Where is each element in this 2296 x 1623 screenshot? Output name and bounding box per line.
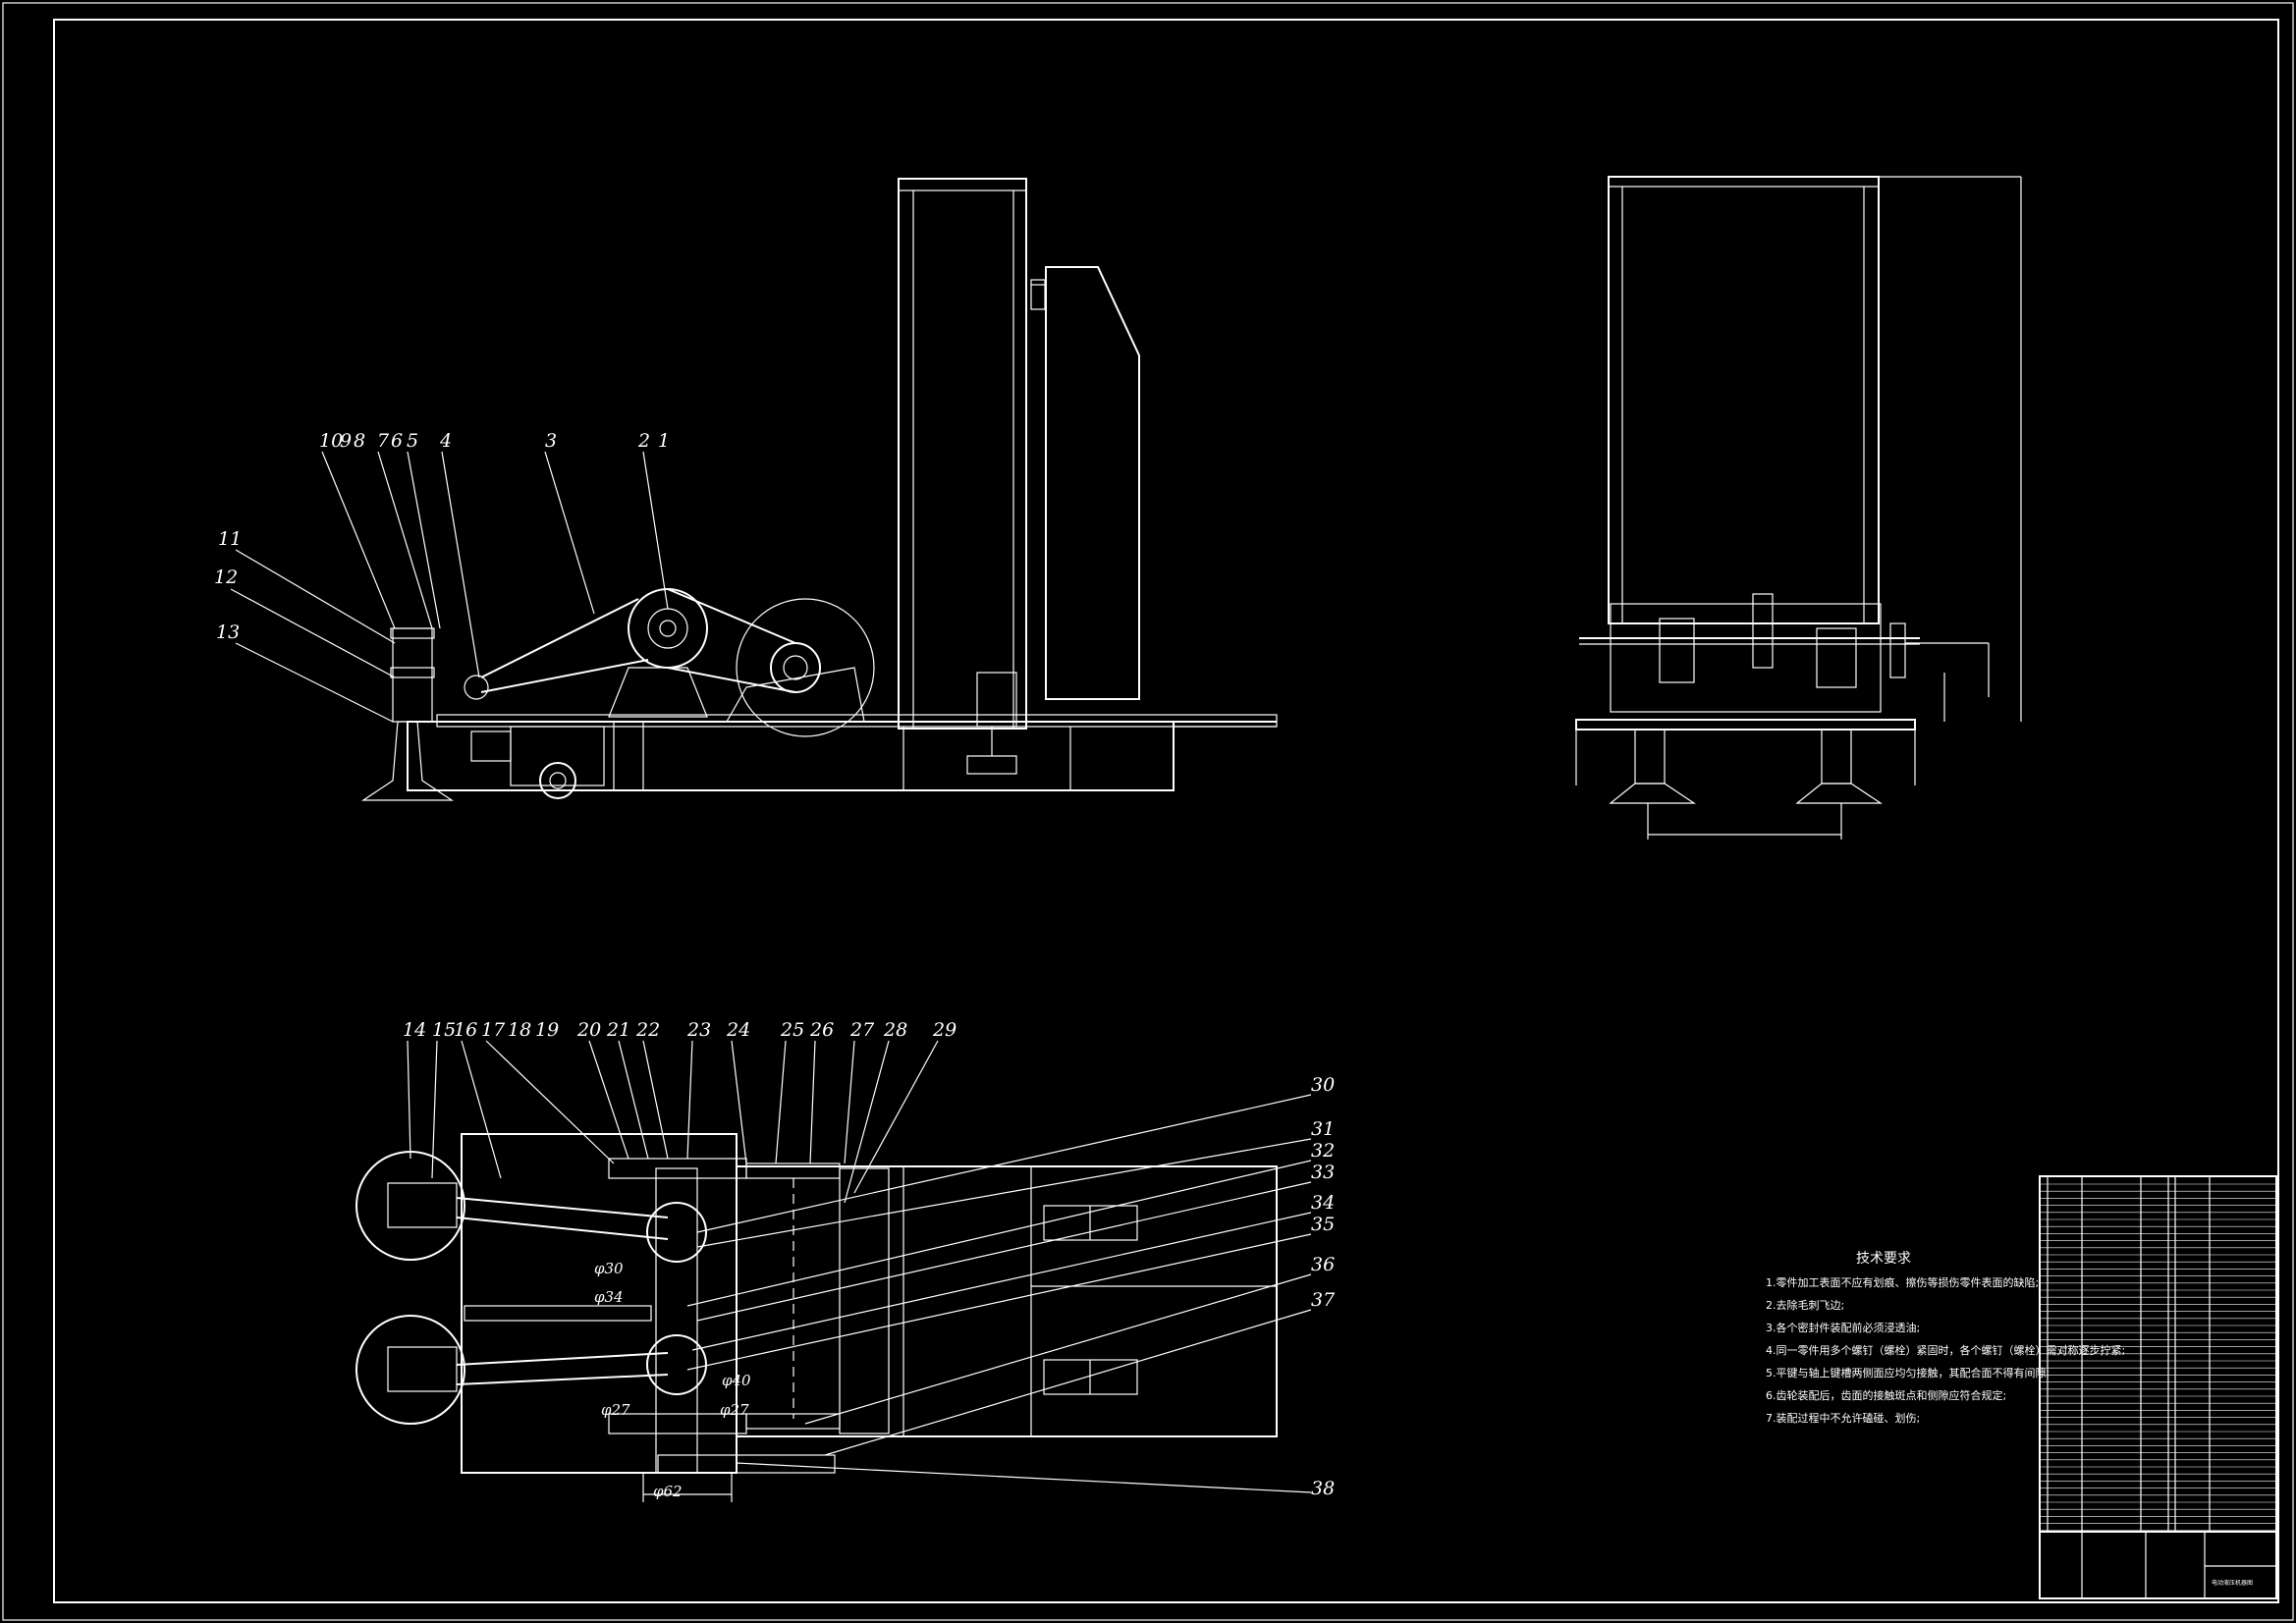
part-label: 23 — [686, 1019, 711, 1041]
part-label: 16 — [454, 1019, 477, 1041]
top-view-labels: 14 15 16 17 18 19 20 21 22 23 24 25 26 2… — [403, 1019, 1336, 1499]
dimension-label: φ27 — [720, 1401, 749, 1419]
part-label: 7 — [377, 430, 390, 452]
dimension-label: φ30 — [594, 1260, 624, 1277]
part-label: 12 — [214, 567, 238, 588]
part-label: 1 — [658, 430, 670, 452]
part-label: 19 — [535, 1019, 559, 1041]
part-label: 25 — [780, 1019, 804, 1041]
requirement-line: 6.齿轮装配后，齿面的接触斑点和侧隙应符合规定; — [1766, 1388, 2006, 1402]
part-label: 15 — [432, 1019, 456, 1041]
dimension-label: φ34 — [594, 1288, 624, 1306]
part-label: 9 — [340, 430, 352, 452]
side-view-labels: 10 9 8 7 6 5 4 3 2 1 11 12 13 — [214, 430, 670, 723]
part-label: 33 — [1311, 1162, 1335, 1183]
part-label: 17 — [481, 1019, 506, 1041]
side-view — [361, 178, 1278, 801]
front-view — [1575, 176, 2022, 839]
part-label: 6 — [391, 430, 403, 452]
part-label: 36 — [1311, 1254, 1335, 1275]
top-view — [355, 1133, 1278, 1502]
parts-list-table: 电动液压机器图 — [2039, 1175, 2277, 1599]
part-label: 3 — [545, 430, 557, 452]
part-label: 13 — [216, 622, 240, 643]
part-label: 29 — [932, 1019, 957, 1041]
part-label: 37 — [1311, 1289, 1336, 1311]
requirement-line: 5.平键与轴上键槽两侧面应均匀接触，其配合面不得有间隙; — [1766, 1366, 2050, 1380]
part-label: 11 — [218, 528, 242, 550]
requirement-line: 4.同一零件用多个螺钉（螺栓）紧固时，各个螺钉（螺栓）需对称逐步拧紧; — [1766, 1343, 2125, 1357]
requirement-line: 3.各个密封件装配前必须浸透油; — [1766, 1321, 1920, 1334]
part-label: 34 — [1311, 1192, 1335, 1214]
part-label: 18 — [508, 1019, 531, 1041]
part-label: 27 — [849, 1019, 875, 1041]
tech-requirements: 技术要求 1.零件加工表面不应有划痕、擦伤等损伤零件表面的缺陷; 2.去除毛刺飞… — [1766, 1251, 2125, 1425]
part-label: 4 — [439, 430, 452, 452]
part-label: 28 — [883, 1019, 907, 1041]
part-label: 5 — [407, 430, 418, 452]
dimension-labels: φ30 φ34 φ27 φ27 φ40 φ62 — [594, 1260, 751, 1500]
requirement-line: 1.零件加工表面不应有划痕、擦伤等损伤零件表面的缺陷; — [1766, 1275, 2039, 1289]
part-label: 2 — [637, 430, 650, 452]
inner-border — [53, 19, 2279, 1603]
requirement-line: 2.去除毛刺飞边; — [1766, 1298, 1844, 1312]
part-label: 24 — [726, 1019, 750, 1041]
drawing-name: 电动液压机器图 — [2212, 1579, 2253, 1587]
dimension-label: φ40 — [722, 1372, 751, 1389]
part-label: 32 — [1311, 1140, 1335, 1162]
part-label: 26 — [809, 1019, 834, 1041]
part-label: 31 — [1311, 1118, 1335, 1140]
requirement-line: 7.装配过程中不允许磕碰、划伤; — [1766, 1411, 1920, 1425]
part-label: 22 — [635, 1019, 660, 1041]
part-label: 10 — [319, 430, 343, 452]
tech-requirements-title: 技术要求 — [1856, 1251, 1911, 1267]
dimension-label: φ62 — [653, 1483, 683, 1500]
part-label: 38 — [1311, 1478, 1335, 1499]
dimension-label: φ27 — [601, 1401, 630, 1419]
part-label: 14 — [403, 1019, 426, 1041]
part-label: 21 — [606, 1019, 630, 1041]
part-label: 20 — [576, 1019, 601, 1041]
part-label: 30 — [1311, 1074, 1335, 1096]
part-label: 8 — [354, 430, 365, 452]
part-label: 35 — [1311, 1214, 1335, 1235]
